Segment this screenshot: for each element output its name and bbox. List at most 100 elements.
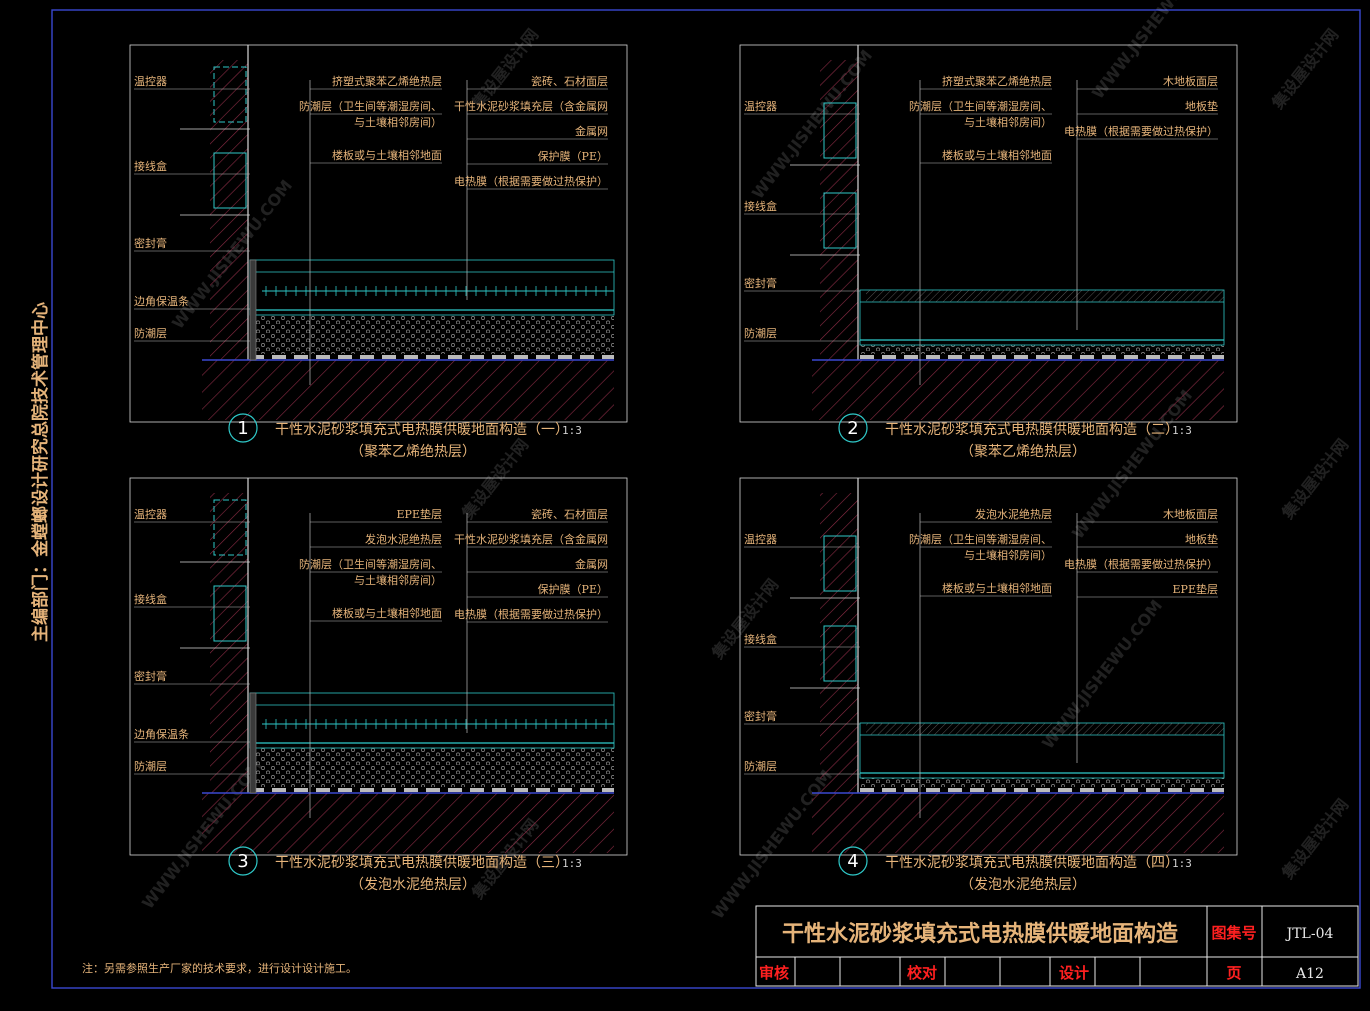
right-label: 地板垫 — [1185, 532, 1218, 546]
left-label: 接线盒 — [134, 592, 167, 606]
left-label: 密封膏 — [134, 236, 167, 250]
junction-box — [213, 152, 247, 209]
left-label: 密封膏 — [744, 709, 777, 723]
detail-scale: 1:3 — [1172, 857, 1192, 870]
left-label: 防潮层 — [134, 326, 167, 340]
sheet-border — [51, 9, 1361, 989]
detail-number: 3 — [237, 851, 248, 872]
detail-subcaption: （聚苯乙烯绝热层） — [350, 443, 476, 460]
right-label: 木地板面层 — [1163, 74, 1218, 88]
left-label: 接线盒 — [134, 159, 167, 173]
mid-label: 发泡水泥绝热层 — [975, 507, 1052, 521]
detail-frame — [739, 44, 1238, 423]
mid-label: 楼板或与土壤相邻地面 — [332, 148, 442, 162]
wall-hatch — [820, 60, 858, 360]
wall-hatch — [820, 493, 858, 793]
left-label: 温控器 — [134, 507, 167, 521]
mid-label: 楼板或与土壤相邻地面 — [942, 581, 1052, 595]
left-label: 密封膏 — [134, 669, 167, 683]
detail-number: 4 — [847, 851, 858, 872]
detail-scale: 1:3 — [562, 424, 582, 437]
detail-number-circle — [228, 846, 258, 876]
detail-1: 温控器接线盒密封膏边角保温条防潮层挤塑式聚苯乙烯绝热层防潮层（卫生间等潮湿房间、… — [129, 44, 628, 460]
right-label: 电热膜（根据需要做过热保护） — [454, 607, 608, 621]
right-label: 电热膜（根据需要做过热保护） — [454, 174, 608, 188]
watermark-text: 集设屋设计网 — [1278, 435, 1353, 523]
design-label: 设计 — [1059, 964, 1089, 982]
slab-hatch — [202, 793, 614, 853]
insulation-layer — [860, 778, 1224, 787]
wall-hatch — [210, 60, 248, 360]
mid-label: 楼板或与土壤相邻地面 — [332, 606, 442, 620]
mid-label: 发泡水泥绝热层 — [365, 532, 442, 546]
wall-hatch — [210, 493, 248, 793]
left-label: 接线盒 — [744, 199, 777, 213]
detail-number-circle — [838, 846, 868, 876]
right-label: 木地板面层 — [1163, 507, 1218, 521]
mid-label: 防潮层（卫生间等潮湿房间、 — [299, 557, 442, 571]
thermostat-box — [823, 102, 857, 159]
right-label: 瓷砖、石材面层 — [531, 74, 608, 88]
detail-frame — [129, 44, 628, 423]
detail-subcaption: （发泡水泥绝热层） — [350, 877, 476, 893]
mid-label: 挤塑式聚苯乙烯绝热层 — [942, 74, 1052, 88]
mid-label: 与土壤相邻房间） — [354, 115, 442, 129]
edge-insulation-strip — [249, 259, 257, 361]
right-label: 干性水泥砂浆填充层（含金属网 — [454, 532, 608, 546]
right-label: 电热膜（根据需要做过热保护） — [1064, 124, 1218, 138]
review-label: 审核 — [759, 964, 789, 982]
watermark-text: 集设屋设计网 — [1268, 25, 1343, 113]
detail-subcaption: （聚苯乙烯绝热层） — [960, 443, 1086, 460]
detail-number-circle — [228, 413, 258, 443]
thermostat-box — [823, 535, 857, 592]
insulation-layer — [860, 345, 1224, 354]
footnote: 注：另需参照生产厂家的技术要求，进行设计设计施工。 — [82, 961, 357, 975]
screed-layer — [249, 692, 615, 749]
page-label: 页 — [1226, 964, 1241, 982]
detail-frame — [739, 477, 1238, 856]
left-label: 接线盒 — [744, 632, 777, 646]
mid-label: 挤塑式聚苯乙烯绝热层 — [332, 74, 442, 88]
left-label: 防潮层 — [134, 759, 167, 773]
detail-caption: 干性水泥砂浆填充式电热膜供暖地面构造（二） — [885, 422, 1179, 438]
right-label: 金属网 — [575, 124, 608, 138]
screed-layer — [249, 259, 615, 316]
detail-scale: 1:3 — [1172, 424, 1192, 437]
left-label: 温控器 — [744, 532, 777, 546]
left-label: 温控器 — [744, 99, 777, 113]
mid-label: 楼板或与土壤相邻地面 — [942, 148, 1052, 162]
watermark-text: 集设屋设计网 — [708, 575, 783, 663]
wood-floor-finish — [866, 290, 1224, 302]
right-label: 保护膜（PE） — [538, 582, 608, 596]
watermark-text: 集设屋设计网 — [1278, 795, 1353, 883]
title-block-title: 干性水泥砂浆填充式电热膜供暖地面构造 — [782, 921, 1178, 947]
mid-label: 防潮层（卫生间等潮湿房间、 — [299, 99, 442, 113]
right-label: 金属网 — [575, 557, 608, 571]
slab-hatch — [812, 793, 1224, 853]
thermostat-box — [213, 66, 247, 123]
right-label: 保护膜（PE） — [538, 149, 608, 163]
right-label: 地板垫 — [1185, 99, 1218, 113]
mid-label: EPE垫层 — [397, 507, 442, 521]
detail-caption: 干性水泥砂浆填充式电热膜供暖地面构造（一） — [275, 422, 569, 438]
junction-box — [823, 192, 857, 249]
detail-scale: 1:3 — [562, 857, 582, 870]
atlas-number: JTL-04 — [1285, 926, 1334, 942]
edge-insulation-strip — [249, 692, 257, 794]
left-label: 防潮层 — [744, 759, 777, 773]
atlas-label: 图集号 — [1211, 924, 1256, 942]
department-note: 主编部门：金螳螂设计研究总院技术管理中心 — [30, 302, 51, 642]
right-label: 干性水泥砂浆填充层（含金属网 — [454, 99, 608, 113]
mid-label: 防潮层（卫生间等潮湿房间、 — [909, 532, 1052, 546]
mid-label: 与土壤相邻房间） — [354, 573, 442, 587]
left-label: 密封膏 — [744, 276, 777, 290]
right-label: EPE垫层 — [1173, 582, 1218, 596]
detail-2: 温控器接线盒密封膏防潮层挤塑式聚苯乙烯绝热层防潮层（卫生间等潮湿房间、与土壤相邻… — [739, 44, 1238, 460]
page-number: A12 — [1295, 966, 1324, 982]
mid-label: 与土壤相邻房间） — [964, 548, 1052, 562]
detail-3: 温控器接线盒密封膏边角保温条防潮层EPE垫层发泡水泥绝热层防潮层（卫生间等潮湿房… — [129, 477, 628, 893]
detail-number: 2 — [847, 418, 858, 439]
right-label: 电热膜（根据需要做过热保护） — [1064, 557, 1218, 571]
